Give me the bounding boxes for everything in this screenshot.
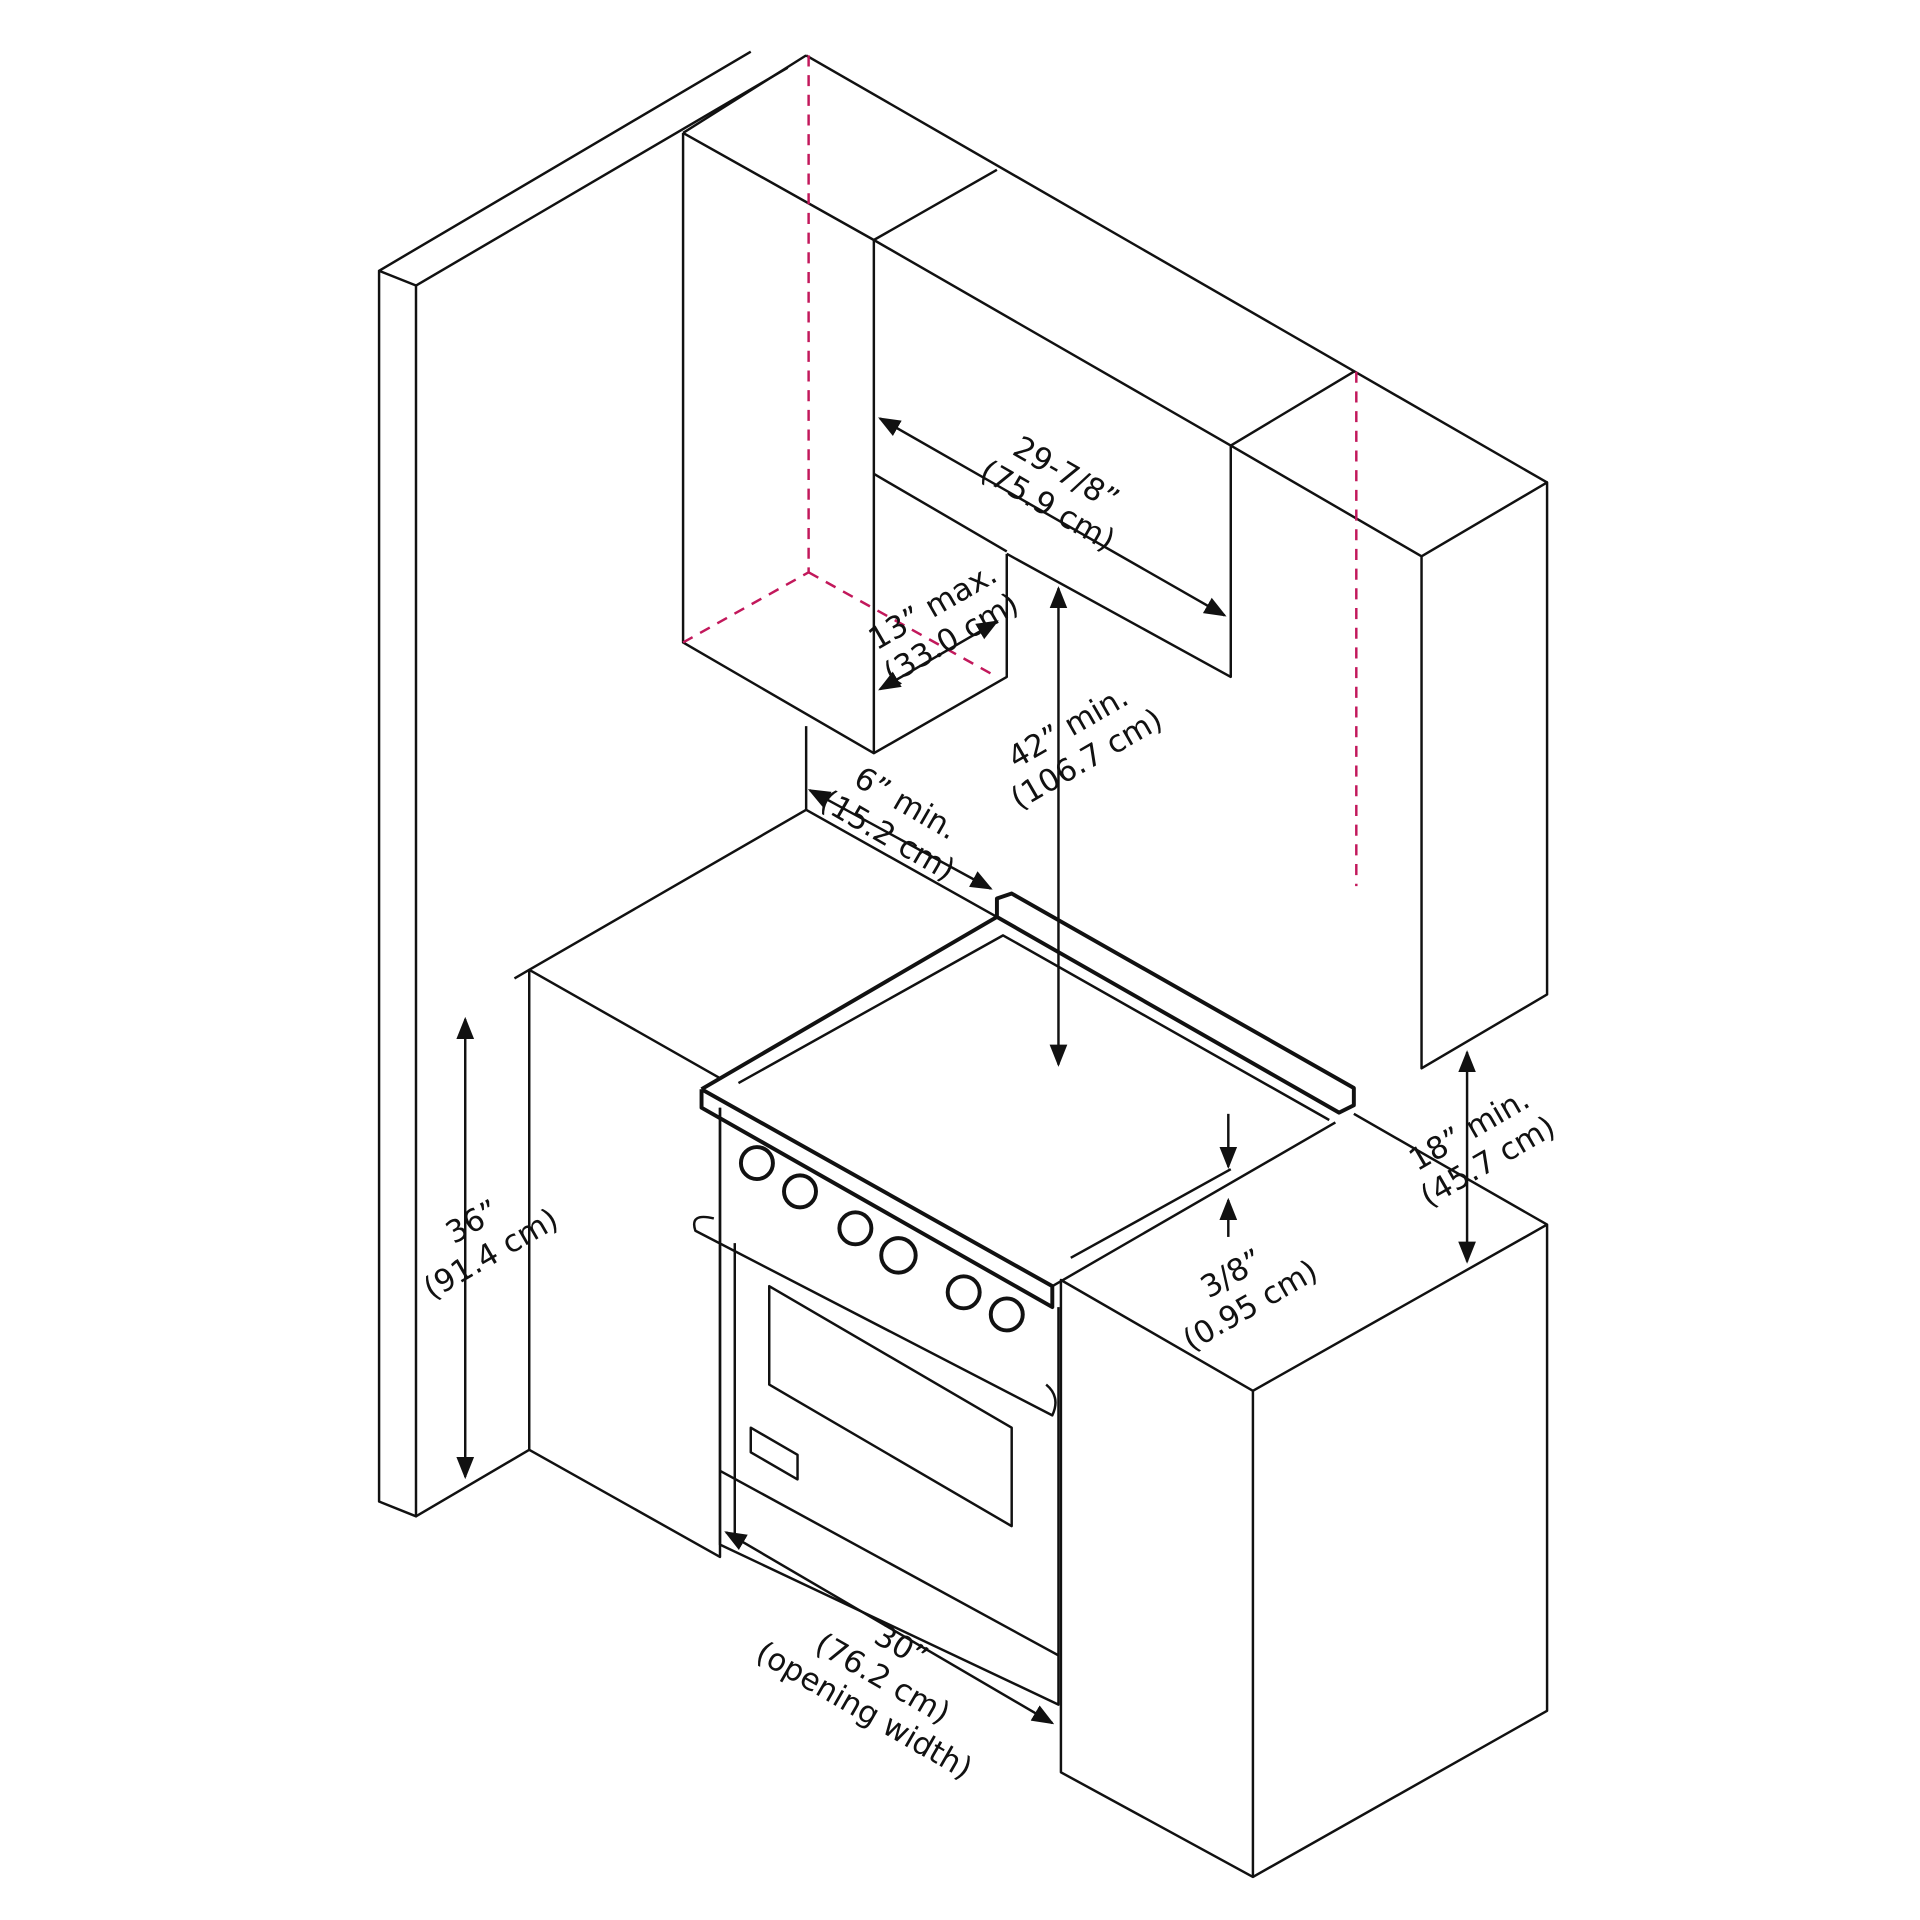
dimension-arrows: [456, 417, 1476, 1725]
side-clearance-label: 6” min. (15.2 cm): [814, 760, 964, 889]
knob-icon: [879, 1236, 918, 1275]
knob-icon: [738, 1145, 775, 1182]
knob-icon: [782, 1173, 818, 1210]
knob-icon: [945, 1274, 982, 1311]
hood-width-label: 29-7/8” (75.9 cm): [974, 429, 1125, 558]
hood-depth-label: 13” max. (33.0 cm): [863, 556, 1025, 692]
control-knobs: [738, 1145, 1025, 1333]
left-wall: [377, 50, 789, 1518]
hood-height-label: 42” min. (106.7 cm): [1002, 679, 1169, 817]
cabinet-clearance-label: 18” min. (45.7 cm): [1403, 1081, 1561, 1215]
knob-icon: [837, 1210, 874, 1247]
upper-cabinets: [681, 54, 1549, 1070]
knob-icon: [988, 1296, 1025, 1333]
counter-height-label: 36” (91.4 cm): [417, 1193, 564, 1307]
flush-offset-label: 3/8” (0.95 cm): [1177, 1242, 1324, 1359]
base-cabinets: [513, 726, 1549, 1879]
logo-badge: [749, 1426, 799, 1481]
